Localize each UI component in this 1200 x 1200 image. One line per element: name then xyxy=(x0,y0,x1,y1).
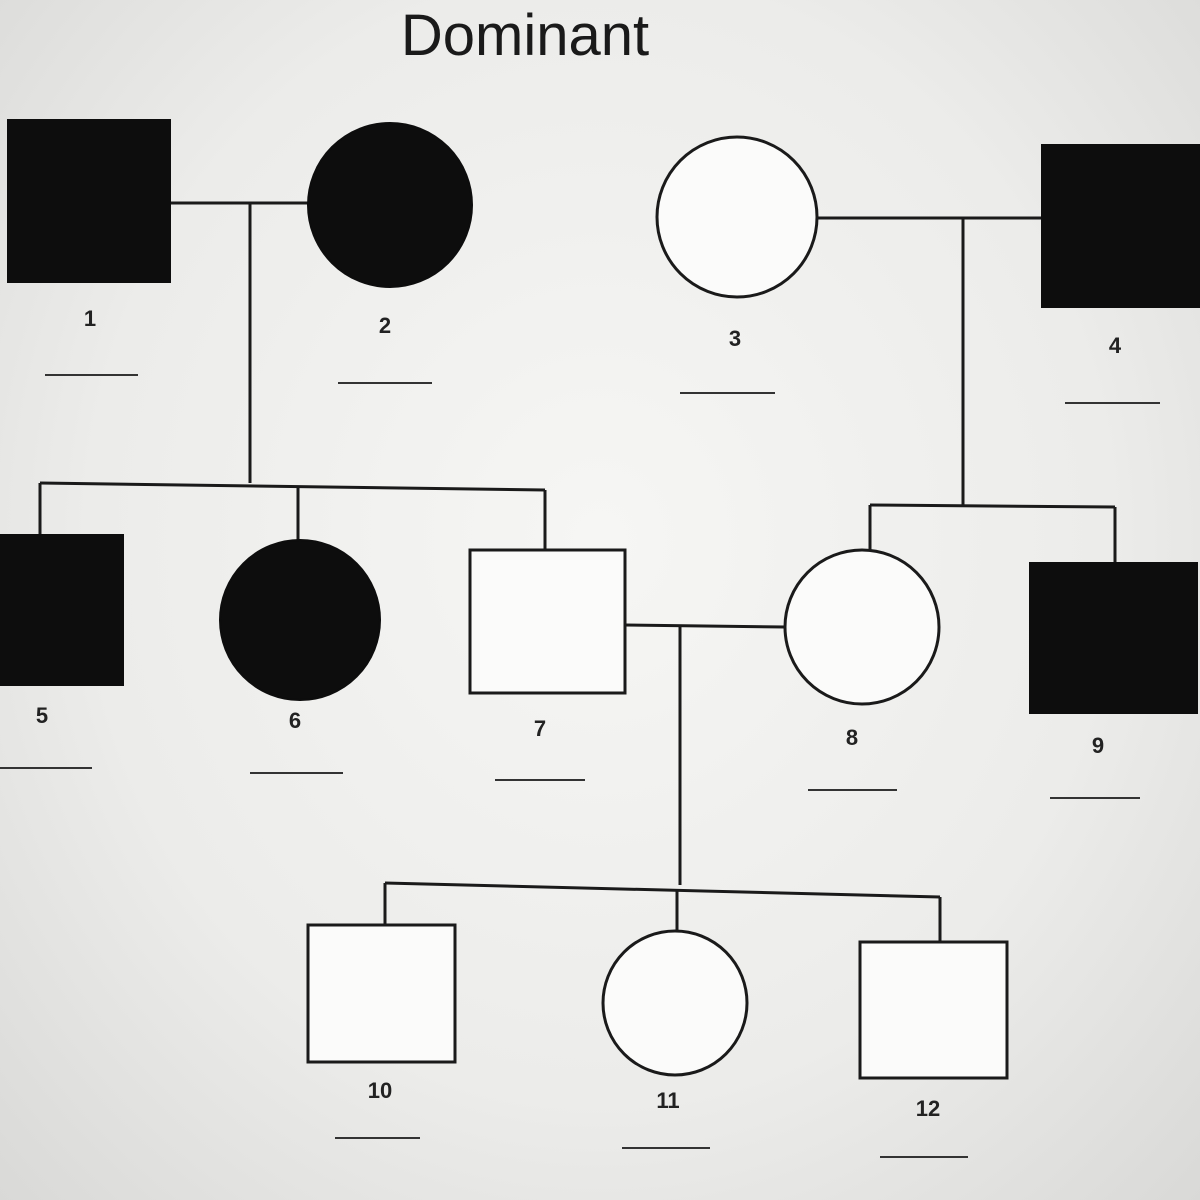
individual-number: 3 xyxy=(729,326,741,351)
individual-5: 5 xyxy=(0,534,124,769)
affected-male-symbol xyxy=(7,119,171,283)
individual-number: 7 xyxy=(534,716,546,741)
unaffected-male-symbol xyxy=(858,940,1009,1080)
individual-4: 4 xyxy=(1041,144,1200,404)
pedigree-lines xyxy=(38,201,1117,942)
unaffected-female-symbol xyxy=(655,135,819,299)
individual-11: 11 xyxy=(601,929,749,1149)
individual-number: 1 xyxy=(84,306,96,331)
individual-number: 10 xyxy=(368,1078,392,1103)
individual-2: 2 xyxy=(307,122,473,384)
marriage-line-7-8 xyxy=(624,623,786,629)
sibship-line-8-9 xyxy=(869,503,1116,509)
unaffected-female-symbol xyxy=(601,929,749,1077)
affected-male-symbol xyxy=(0,534,124,686)
individual-number: 9 xyxy=(1092,733,1104,758)
individual-9: 9 xyxy=(1029,562,1198,799)
individual-number: 12 xyxy=(916,1096,940,1121)
affected-male-symbol xyxy=(1041,144,1200,308)
unaffected-female-symbol xyxy=(783,548,941,706)
affected-male-symbol xyxy=(1029,562,1198,714)
individual-number: 11 xyxy=(656,1088,679,1113)
individual-number: 8 xyxy=(846,725,858,750)
affected-female-symbol xyxy=(219,539,381,701)
individual-number: 4 xyxy=(1109,333,1122,358)
individual-6: 6 xyxy=(219,539,381,774)
individual-3: 3 xyxy=(655,135,819,394)
individual-10: 10 xyxy=(306,923,457,1139)
sibship-line-5-7 xyxy=(39,481,546,492)
sibship-line-10-12 xyxy=(384,881,941,899)
unaffected-male-symbol xyxy=(468,548,627,695)
individual-7: 7 xyxy=(468,548,627,781)
individual-number: 6 xyxy=(289,708,301,733)
individual-8: 8 xyxy=(783,548,941,791)
affected-female-symbol xyxy=(307,122,473,288)
unaffected-male-symbol xyxy=(306,923,457,1064)
chart-title: Dominant xyxy=(401,3,649,68)
individual-12: 12 xyxy=(858,940,1009,1158)
individual-number: 5 xyxy=(36,703,48,728)
individual-number: 2 xyxy=(379,313,391,338)
individual-1: 1 xyxy=(7,119,171,376)
